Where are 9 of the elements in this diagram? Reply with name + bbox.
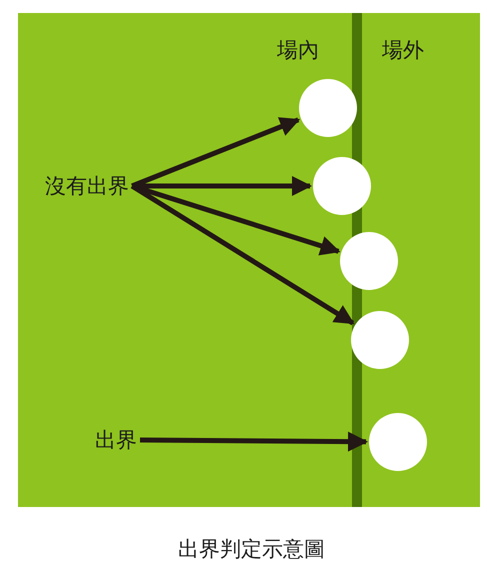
arrow — [130, 184, 355, 326]
arrow — [140, 432, 368, 452]
text-label: 沒有出界 — [45, 174, 129, 198]
text-label: 出界 — [95, 428, 137, 452]
arrow — [131, 117, 300, 188]
caption: 出界判定示意圖 — [178, 537, 325, 561]
zone-label: 場外 — [382, 38, 424, 62]
zone-label: 場內 — [277, 38, 319, 62]
arrow — [131, 184, 340, 256]
